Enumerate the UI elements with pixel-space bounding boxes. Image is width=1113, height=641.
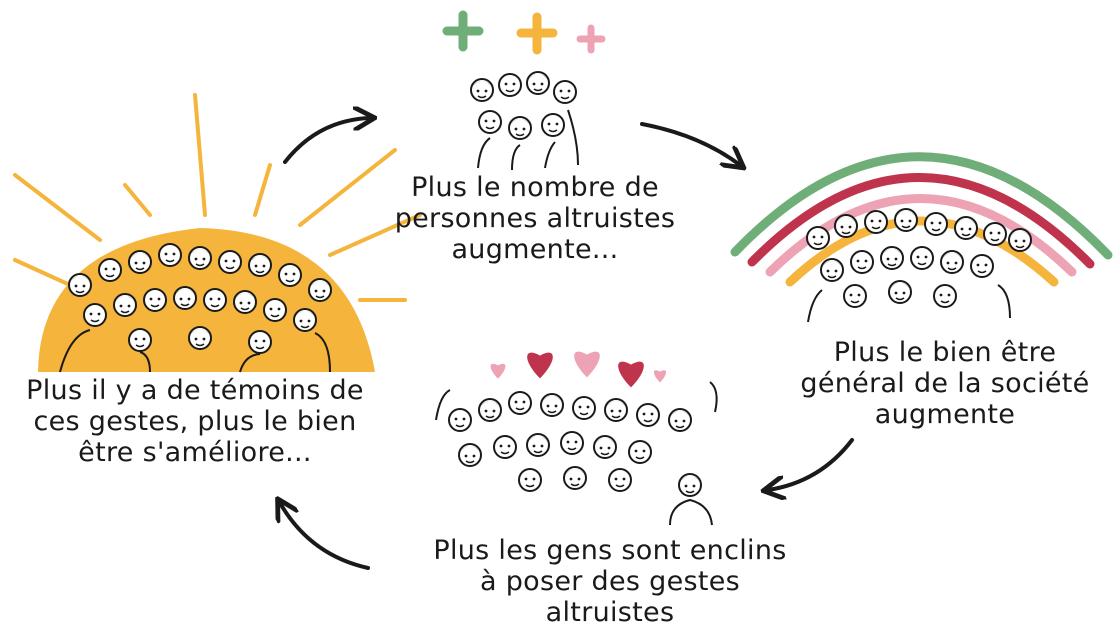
caption-line: à poser des gestes: [479, 566, 741, 597]
crowd-icon: [470, 71, 579, 171]
caption-line: personnes altruistes: [394, 203, 676, 234]
caption-line: Plus les gens sont enclins: [433, 535, 787, 566]
caption-line: augmente...: [451, 234, 619, 265]
caption-line: Plus le bien être: [833, 337, 1057, 368]
caption-line: Plus le nombre de: [411, 172, 659, 203]
crowd-icon: [59, 243, 332, 373]
caption-line: Plus il y a de témoins de: [26, 375, 364, 406]
cycle-step-right-caption: Plus le bien être général de la société …: [785, 337, 1105, 430]
sun-icon: [13, 93, 422, 372]
crowd-icon: [435, 381, 718, 526]
crowd-icon: [806, 208, 1032, 323]
caption-line: être s'améliore...: [78, 437, 312, 468]
heart-icon: [490, 351, 667, 388]
caption-line: augmente: [874, 399, 1016, 430]
curved-arrow-icon: [280, 118, 854, 570]
cycle-step-bottom-caption: Plus les gens sont enclins à poser des g…: [420, 535, 800, 628]
caption-line: ces gestes, plus le bien: [33, 406, 357, 437]
caption-line: général de la société: [800, 368, 1090, 399]
cycle-step-left-caption: Plus il y a de témoins de ces gestes, pl…: [10, 375, 380, 468]
cycle-step-top-caption: Plus le nombre de personnes altruistes a…: [385, 172, 685, 265]
caption-line: altruistes: [545, 597, 675, 628]
plus-icon: [442, 10, 606, 55]
